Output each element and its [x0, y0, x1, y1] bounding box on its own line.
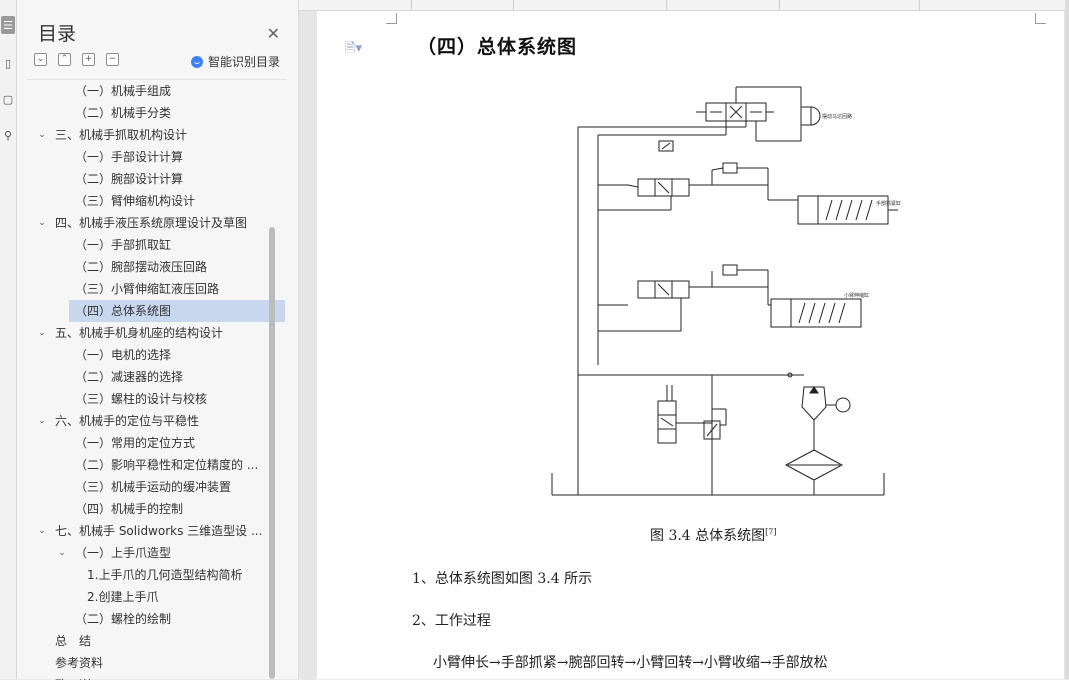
toc-item-label: 2.创建上手爪 — [87, 590, 159, 604]
page-corner-mark — [386, 13, 397, 24]
toc-item-label: 六、机械手的定位与平稳性 — [55, 414, 200, 428]
toc-item-label: （一）电机的选择 — [75, 348, 172, 362]
chevron-down-icon[interactable]: ⌄ — [38, 416, 46, 426]
search-icon[interactable]: ⚲ — [3, 128, 13, 142]
toc-item[interactable]: （三）臂伸缩机构设计 — [27, 190, 267, 212]
toc-item[interactable]: （三）机械手运动的缓冲装置 — [27, 476, 267, 498]
hydraulic-system-diagram: 摆动马达回路 手部抓紧缸 小臂伸缩缸 — [551, 86, 901, 496]
ai-assistant-icon — [191, 55, 203, 68]
figure-caption-text: 图 3.4 总体系统图 — [650, 528, 766, 544]
toc-item[interactable]: （一）电机的选择 — [27, 344, 267, 366]
vertical-scrollbar[interactable] — [1065, 0, 1069, 679]
toc-panel: 目录 ✕ ⌄ ⌃ + − 智能识别目录 （一）机械手组成 （二）机械手分类 ⌄ 三、机… — [17, 0, 299, 680]
toc-list: （一）机械手组成 （二）机械手分类 ⌄ 三、机械手抓取机构设计 （一）手部设计计算 （二）… — [27, 79, 287, 680]
document-icon[interactable]: 🗎▾ — [345, 41, 362, 56]
toc-item-label: 总 结 — [55, 634, 92, 648]
ruler — [299, 0, 1069, 11]
toc-item-label: （三）螺柱的设计与校核 — [75, 392, 208, 406]
toc-item-label: 参考资料 — [55, 656, 104, 670]
toc-item-label: （二）减速器的选择 — [75, 370, 184, 384]
toc-item-label: （一）常用的定位方式 — [75, 436, 196, 450]
toc-item[interactable]: （三）螺柱的设计与校核 — [27, 388, 267, 410]
chevron-down-icon[interactable]: ⌄ — [38, 218, 46, 228]
toc-item[interactable]: （二）影响平稳性和定位精度的 ... — [27, 454, 267, 476]
toc-item[interactable]: （二）机械手分类 — [27, 102, 267, 124]
diagram-label-cyl1: 手部抓紧缸 — [876, 200, 901, 207]
toc-title: 目录 — [38, 23, 77, 45]
toc-scrollbar[interactable] — [269, 227, 275, 679]
toc-item[interactable]: （四）总体系统图 — [69, 300, 285, 322]
toc-item[interactable]: ⌄ 四、机械手液压系统原理设计及草图 — [27, 212, 267, 234]
toc-item-label: （一）手部设计计算 — [75, 150, 184, 164]
chevron-down-icon[interactable]: ⌄ — [38, 130, 46, 140]
toc-item[interactable]: （二）腕部设计计算 — [27, 168, 267, 190]
toc-item[interactable]: （四）机械手的控制 — [27, 498, 267, 520]
toc-item-label: （二）腕部摆动液压回路 — [75, 260, 208, 274]
toc-item-label: （一）机械手组成 — [75, 84, 172, 98]
figure-reference: [7] — [765, 527, 777, 537]
toc-item[interactable]: （一）常用的定位方式 — [27, 432, 267, 454]
toc-item-label: 致 谢 — [55, 674, 91, 680]
toc-item-label: （二）机械手分类 — [75, 106, 172, 120]
toc-item[interactable]: （二）减速器的选择 — [27, 366, 267, 388]
toc-item[interactable]: （二）螺栓的绘制 — [27, 608, 267, 630]
page-icon[interactable]: ▢ — [2, 92, 14, 106]
toc-item[interactable]: ⌄ 三、机械手抓取机构设计 — [27, 124, 267, 146]
diagram-label-cyl2: 小臂伸缩缸 — [844, 292, 869, 299]
toc-item[interactable]: （三）小臂伸缩缸液压回路 — [27, 278, 267, 300]
paragraph-1: 1、总体系统图如图 3.4 所示 — [412, 571, 593, 587]
toc-item-label: （二）腕部设计计算 — [75, 172, 184, 186]
bookmark-icon[interactable]: ▯ — [4, 56, 12, 70]
toc-item-label: （四）机械手的控制 — [75, 502, 184, 516]
toc-item-label: 四、机械手液压系统原理设计及草图 — [55, 216, 248, 230]
smart-toc-label: 智能识别目录 — [208, 55, 281, 69]
toc-item-label: （一）手部抓取缸 — [75, 238, 172, 252]
remove-item-icon[interactable]: − — [106, 53, 119, 66]
toc-item[interactable]: （一）机械手组成 — [27, 80, 267, 102]
document-area: 🗎▾ （四）总体系统图 — [299, 0, 1069, 679]
toc-item-label: （三）臂伸缩机构设计 — [75, 194, 196, 208]
toc-item-label: （二）影响平稳性和定位精度的 ... — [75, 458, 259, 472]
toc-item[interactable]: 1.上手爪的几何造型结构简析 — [27, 564, 267, 586]
section-heading: （四）总体系统图 — [417, 36, 578, 58]
toc-item[interactable]: （一）手部设计计算 — [27, 146, 267, 168]
paragraph-2: 2、工作过程 — [412, 613, 491, 629]
add-item-icon[interactable]: + — [82, 53, 95, 66]
toc-item[interactable]: 致 谢 — [27, 674, 267, 680]
toc-item[interactable]: ⌄ （一）上手爪造型 — [27, 542, 267, 564]
toc-item[interactable]: 参考资料 — [27, 652, 267, 674]
expand-up-icon[interactable]: ⌃ — [58, 53, 71, 66]
toc-item-label: 三、机械手抓取机构设计 — [55, 128, 188, 142]
chevron-down-icon[interactable]: ⌄ — [58, 548, 66, 558]
toc-item-label: （三）小臂伸缩缸液压回路 — [75, 282, 220, 296]
chevron-down-icon[interactable]: ⌄ — [38, 526, 46, 536]
toc-item[interactable]: ⌄ 七、机械手 Solidworks 三维造型设 ... — [27, 520, 267, 542]
toc-item-label: （二）螺栓的绘制 — [75, 612, 172, 626]
collapse-all-icon[interactable]: ⌄ — [34, 53, 47, 66]
outline-icon[interactable]: ☰ — [1, 16, 15, 34]
document-page: 🗎▾ （四）总体系统图 — [317, 11, 1064, 679]
toc-item[interactable]: （一）手部抓取缸 — [27, 234, 267, 256]
toc-item-label: （四）总体系统图 — [75, 304, 172, 318]
toc-item[interactable]: ⌄ 六、机械手的定位与平稳性 — [27, 410, 267, 432]
toc-item-label: 七、机械手 Solidworks 三维造型设 ... — [55, 524, 263, 538]
toc-item-label: （三）机械手运动的缓冲装置 — [75, 480, 232, 494]
toc-item[interactable]: 总 结 — [27, 630, 267, 652]
diagram-label-actuator: 摆动马达回路 — [822, 113, 852, 120]
figure-caption: 图 3.4 总体系统图[7] — [650, 525, 777, 545]
toc-item[interactable]: （二）腕部摆动液压回路 — [27, 256, 267, 278]
toc-item[interactable]: ⌄ 五、机械手机身机座的结构设计 — [27, 322, 267, 344]
left-toolstrip: ☰ ▯ ▢ ⚲ — [0, 0, 17, 679]
toc-item[interactable]: 2.创建上手爪 — [27, 586, 267, 608]
chevron-down-icon[interactable]: ⌄ — [38, 328, 46, 338]
toc-item-label: 五、机械手机身机座的结构设计 — [55, 326, 224, 340]
toc-item-label: 1.上手爪的几何造型结构简析 — [87, 568, 243, 582]
close-icon[interactable]: ✕ — [266, 24, 280, 43]
smart-toc-button[interactable]: 智能识别目录 — [191, 53, 280, 70]
page-corner-mark — [1035, 13, 1046, 24]
toc-item-label: （一）上手爪造型 — [75, 546, 172, 560]
paragraph-3: 小臂伸长→手部抓紧→腕部回转→小臂回转→小臂收缩→手部放松 — [433, 655, 828, 671]
